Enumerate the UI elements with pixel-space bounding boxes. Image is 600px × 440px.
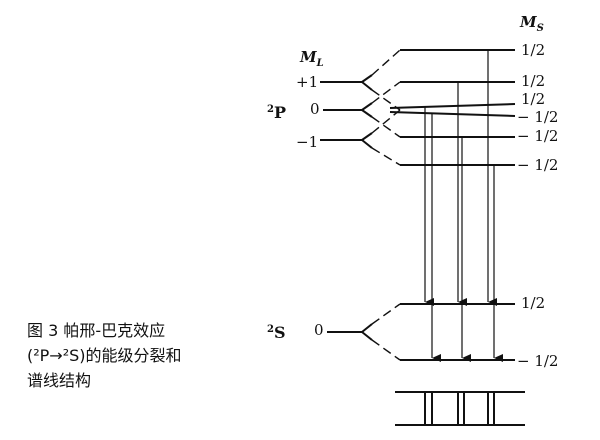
level-2p-mlminus1-ms-plus <box>389 103 516 109</box>
caption-line-3: 谱线结构 <box>27 371 92 390</box>
ml-label-minus1: −1 <box>296 133 318 151</box>
branch-lines <box>361 49 401 361</box>
transition-arrows <box>424 50 503 362</box>
ms-axis-label: MS <box>519 13 544 34</box>
ml-axis-label: ML <box>299 48 324 69</box>
ms-label-6: − 1/2 <box>517 156 558 174</box>
ms-lower-label-plus: 1/2 <box>521 294 545 312</box>
figure-caption: 图 3 帕邢-巴克效应 (²P→²S)的能级分裂和 谱线结构 <box>27 318 252 393</box>
caption-line-2: (²P→²S)的能级分裂和 <box>27 346 182 365</box>
ms-label-2: 1/2 <box>521 72 545 90</box>
caption-line-1: 图 3 帕邢-巴克效应 <box>27 321 166 340</box>
ml-label-0: 0 <box>310 100 320 118</box>
ms-label-3: 1/2 <box>521 90 545 108</box>
term-2s-label: 2S <box>267 323 286 342</box>
ms-label-1: 1/2 <box>521 41 545 59</box>
ms-label-4: − 1/2 <box>517 108 558 126</box>
level-2p-ml1-ms-minus <box>389 111 516 117</box>
ms-lower-label-minus: − 1/2 <box>517 352 558 370</box>
spectral-line-pattern <box>395 391 525 426</box>
ms-label-5: − 1/2 <box>517 127 558 145</box>
ml-label-plus1: +1 <box>296 73 318 91</box>
term-2p-label: 2P <box>267 103 286 122</box>
ml-label-lower-0: 0 <box>314 321 324 339</box>
